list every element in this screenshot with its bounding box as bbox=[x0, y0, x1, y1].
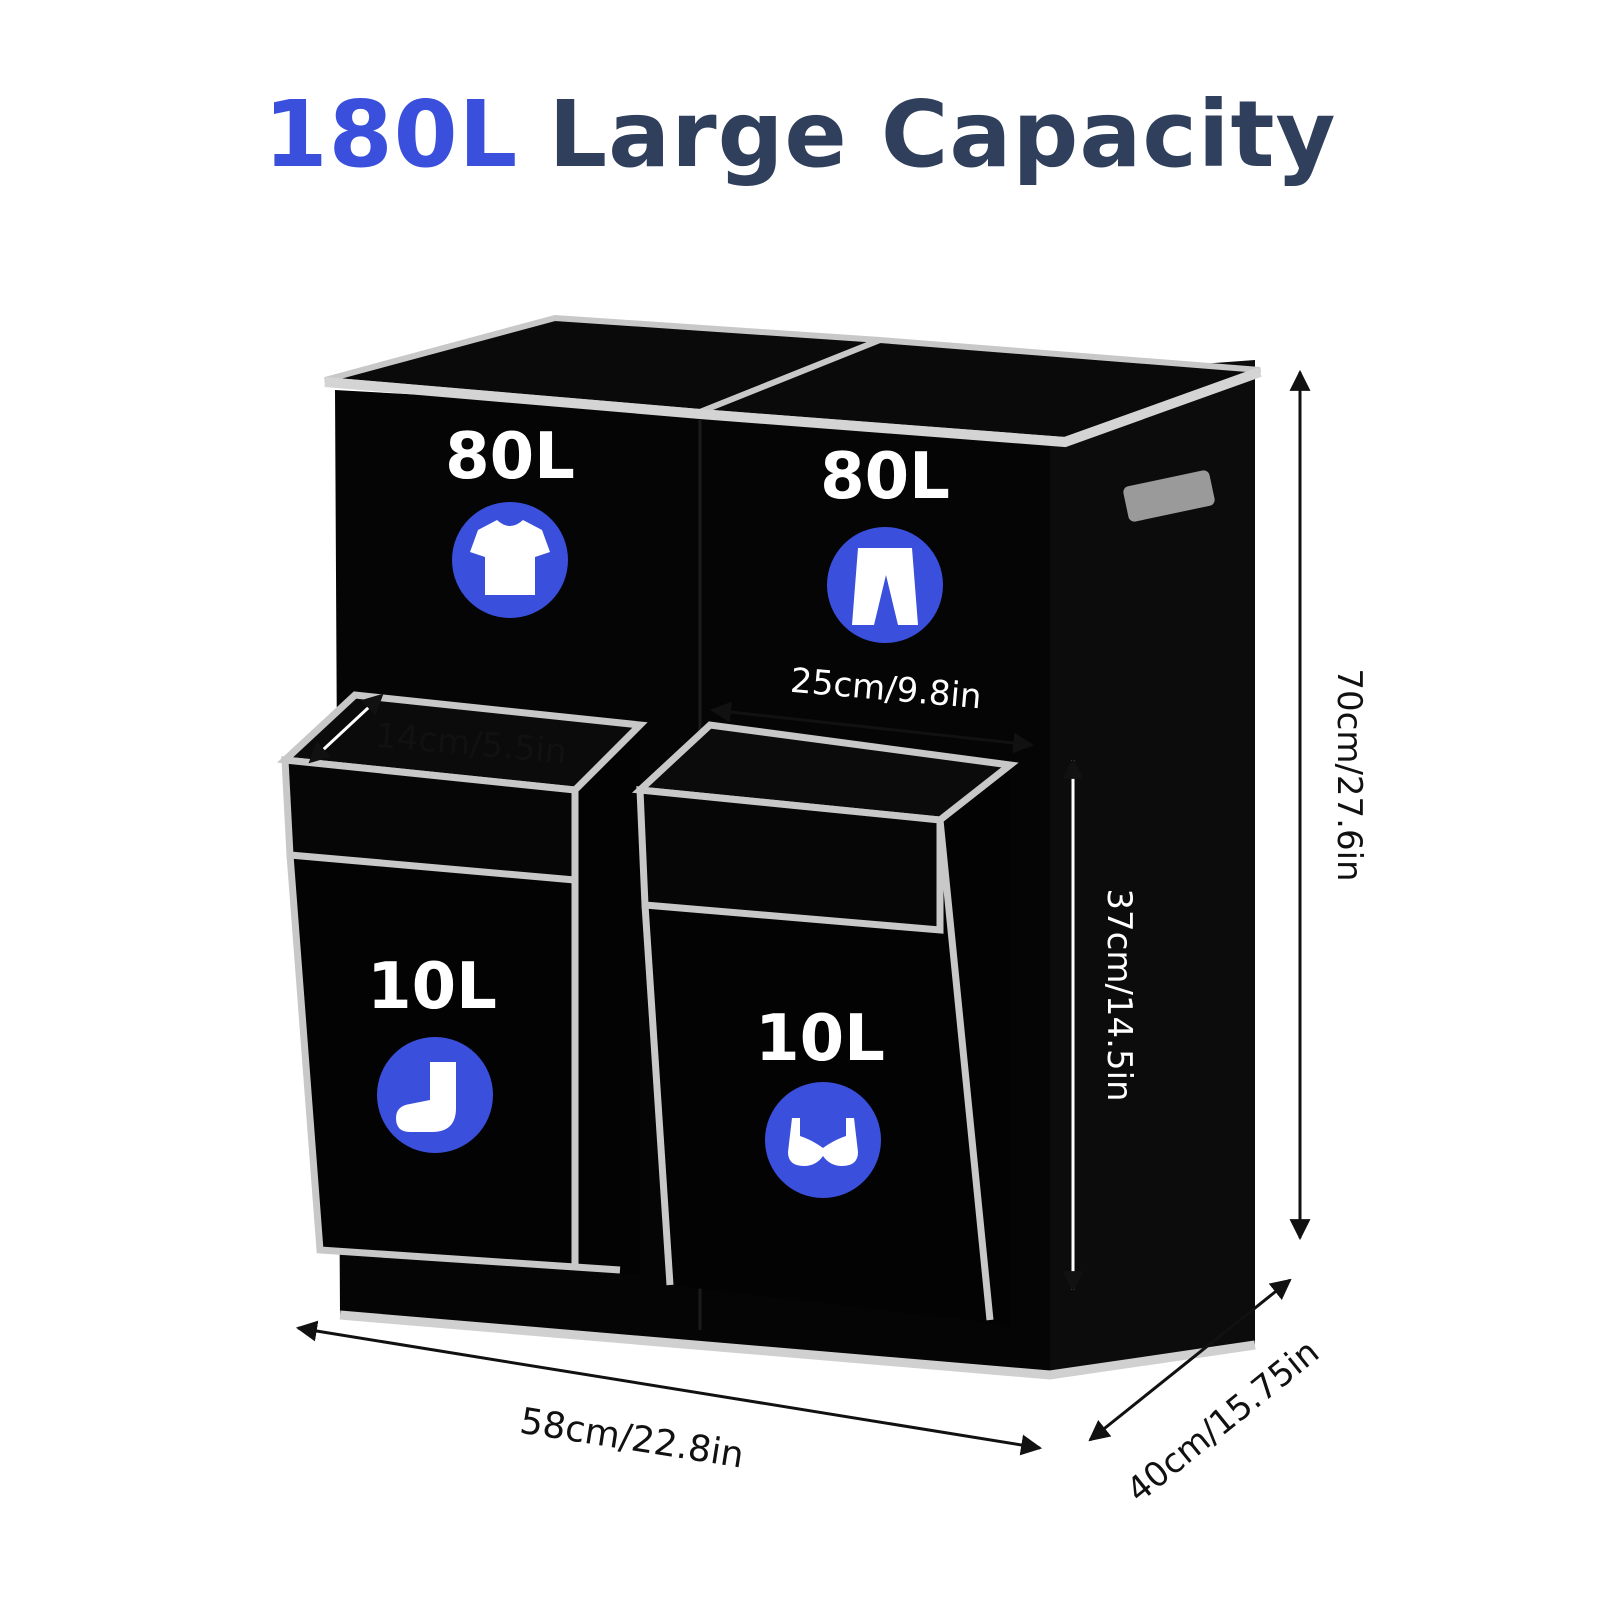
capacity-label: 80L bbox=[820, 440, 950, 514]
drawer-left[interactable] bbox=[276, 691, 648, 1275]
headline-capacity: 180L bbox=[263, 81, 519, 188]
compartment-upper-right: 80L bbox=[820, 440, 950, 643]
svg-text:70cm/27.6in: 70cm/27.6in bbox=[1329, 668, 1369, 881]
headline: 180L Large Capacity bbox=[0, 80, 1600, 190]
capacity-label: 80L bbox=[445, 420, 575, 494]
dimension-drawer-height: 37cm/14.5in bbox=[1062, 757, 1139, 1293]
icon-badge bbox=[827, 527, 943, 643]
headline-text: Large Capacity bbox=[548, 81, 1337, 188]
tshirt-icon bbox=[470, 520, 550, 595]
compartment-lower-right: 10L bbox=[755, 1002, 885, 1198]
dimension-height: 70cm/27.6in bbox=[1289, 369, 1369, 1241]
compartment-lower-left: 10L bbox=[367, 950, 497, 1153]
capacity-label: 10L bbox=[367, 950, 497, 1024]
svg-text:37cm/14.5in: 37cm/14.5in bbox=[1099, 888, 1139, 1101]
icon-badge bbox=[765, 1082, 881, 1198]
side-panel bbox=[1050, 360, 1255, 1375]
compartment-upper-left: 80L bbox=[445, 420, 575, 618]
pants-icon bbox=[852, 548, 918, 625]
svg-text:58cm/22.8in: 58cm/22.8in bbox=[517, 1401, 746, 1477]
sock-icon bbox=[396, 1062, 456, 1132]
bra-icon bbox=[788, 1118, 858, 1166]
side-handle[interactable] bbox=[1122, 469, 1216, 523]
capacity-label: 10L bbox=[755, 1002, 885, 1076]
